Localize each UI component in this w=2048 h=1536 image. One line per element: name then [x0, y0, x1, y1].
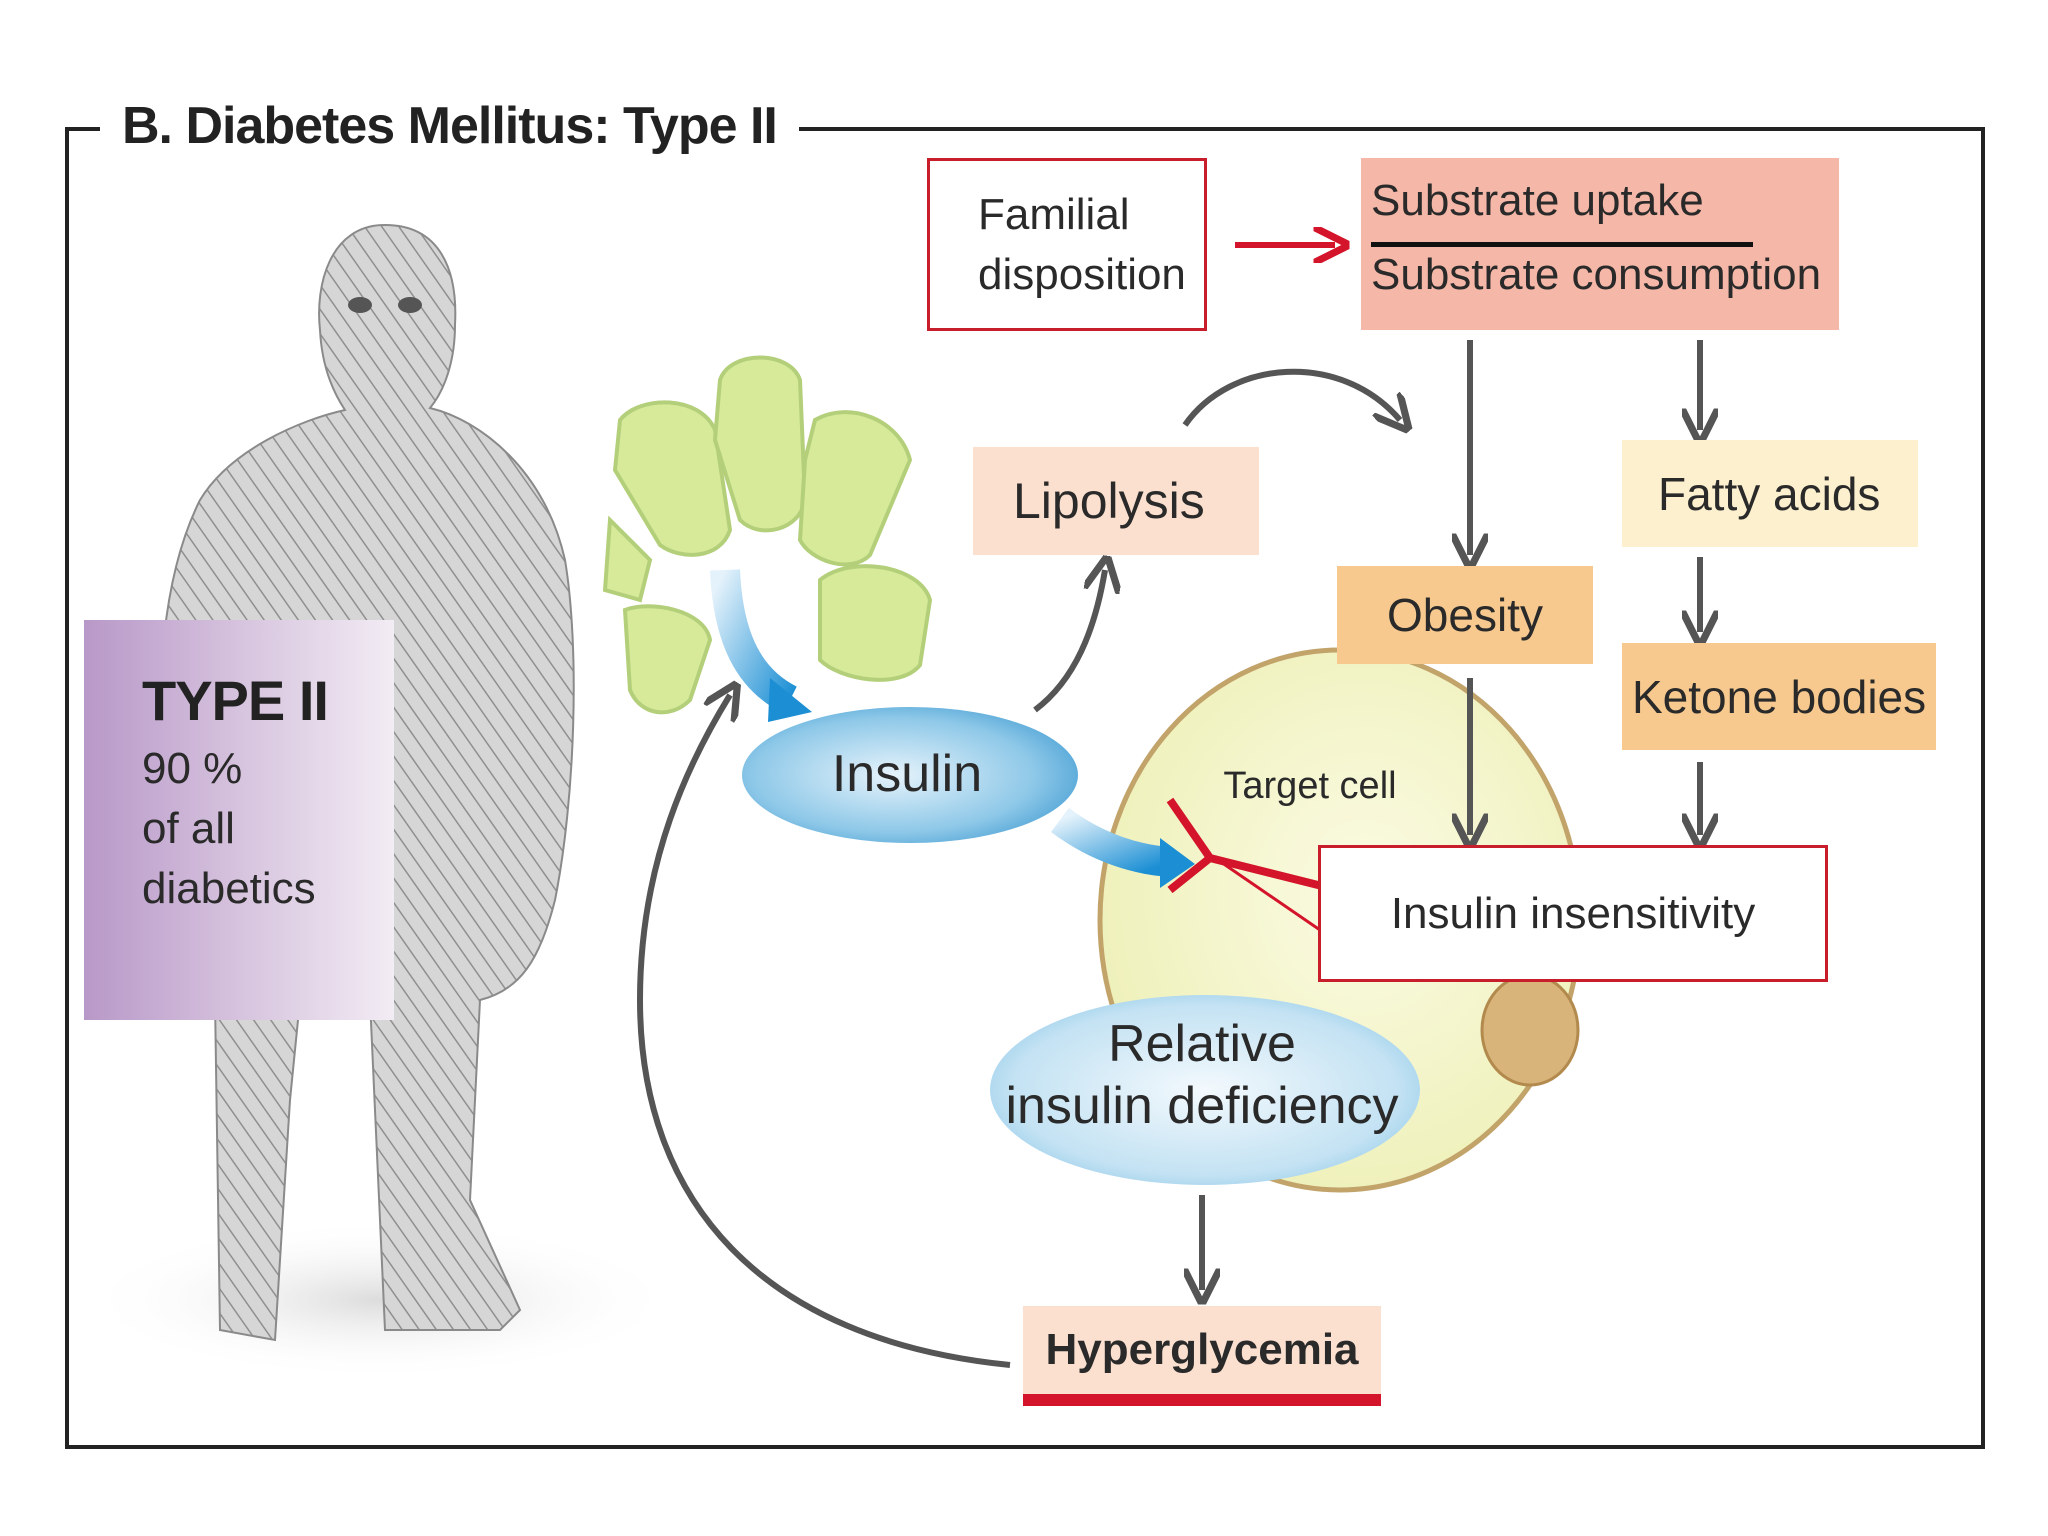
substrate-uptake-label: Substrate uptake: [1371, 176, 1704, 225]
familial-disposition-box: Familial disposition: [927, 158, 1207, 331]
receptor-link: [1214, 856, 1321, 932]
type-two-heading: TYPE II: [142, 669, 329, 732]
arrow-insulin-to-lipolysis: [1033, 570, 1105, 713]
secretion-arrow: [710, 569, 798, 714]
fatty-acids-box: Fatty acids: [1622, 440, 1918, 547]
diagram-title: B. Diabetes Mellitus: Type II: [100, 86, 799, 166]
substrate-consumption-label: Substrate consumption: [1371, 250, 1822, 299]
relative-deficiency-ellipse: [990, 995, 1420, 1185]
insulin-label: Insulin: [831, 745, 983, 803]
familial-line-2: disposition: [978, 249, 1186, 299]
diagram-frame: [65, 127, 1985, 1449]
type-two-diabetics: diabetics: [142, 864, 316, 913]
type-two-of-all: of all: [142, 804, 235, 853]
familial-line-1: Familial: [978, 189, 1130, 239]
insulin-insensitivity-label: Insulin insensitivity: [1390, 888, 1756, 938]
binding-arrow: [1051, 807, 1172, 877]
target-cell-label: Target cell: [1223, 764, 1397, 807]
obesity-label: Obesity: [1387, 589, 1543, 641]
type-two-percent: 90 %: [142, 744, 243, 793]
ketone-bodies-box: Ketone bodies: [1622, 643, 1936, 750]
islet-cells: [602, 355, 933, 715]
binding-arrowhead: [1160, 838, 1195, 888]
ketone-bodies-label: Ketone bodies: [1632, 670, 1927, 723]
obesity-box: Obesity: [1337, 566, 1593, 664]
hyperglycemia-box: Hyperglycemia: [1023, 1306, 1381, 1406]
arrow-hyperglycemia-feedback: [636, 695, 1011, 1368]
relative-line-1: Relative: [1108, 1015, 1296, 1073]
insulin-ellipse: [742, 707, 1078, 843]
type-two-panel: TYPE II 90 % of all diabetics: [84, 620, 394, 1020]
fraction-line: [1371, 242, 1753, 247]
receptor-icon: [1166, 797, 1331, 894]
lipolysis-label: Lipolysis: [1013, 473, 1205, 529]
arrow-lipolysis-to-obesity: [1182, 368, 1400, 425]
insulin-insensitivity-box: Insulin insensitivity: [1318, 845, 1828, 982]
substrate-ratio-box: Substrate uptake Substrate consumption: [1361, 158, 1839, 330]
hyperglycemia-label: Hyperglycemia: [1045, 1325, 1359, 1374]
fatty-acids-label: Fatty acids: [1658, 467, 1881, 520]
relative-line-2: insulin deficiency: [1005, 1077, 1399, 1135]
secretion-arrowhead: [768, 678, 812, 722]
lipolysis-box: Lipolysis: [973, 447, 1259, 555]
relative-deficiency-label: Relative insulin deficiency: [992, 1000, 1412, 1150]
